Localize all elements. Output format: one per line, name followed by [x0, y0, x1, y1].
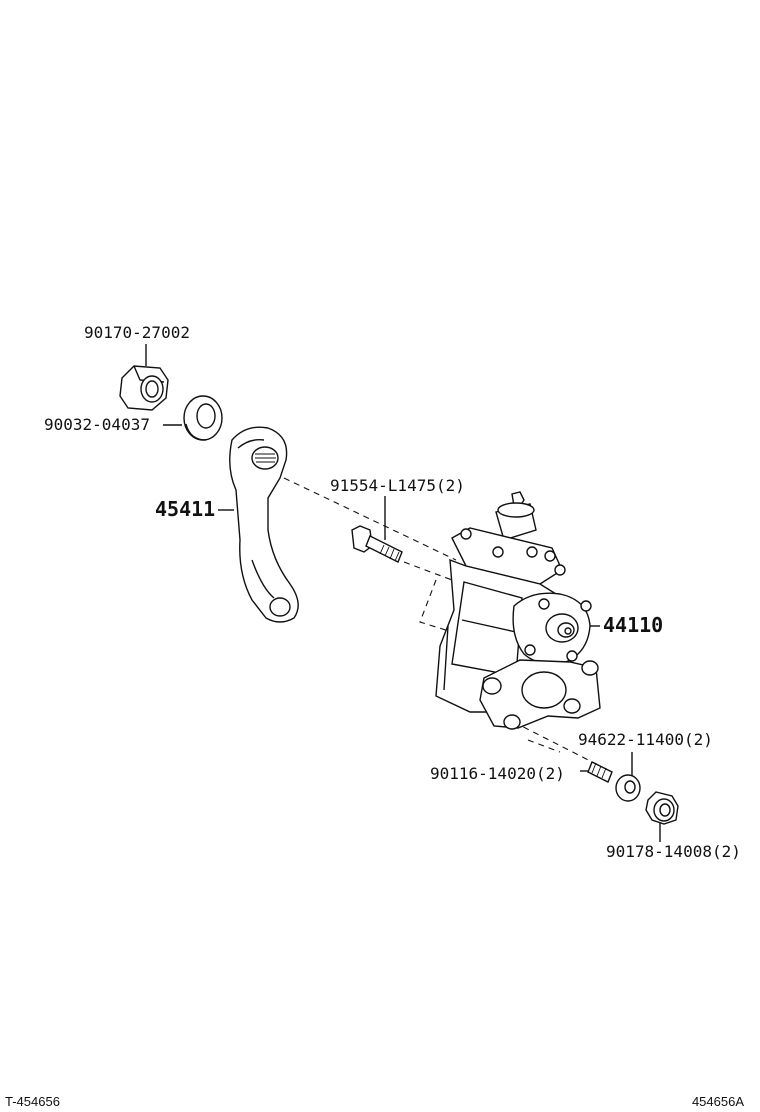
label-nut-top[interactable]: 90170-27002 — [84, 323, 190, 342]
label-stud[interactable]: 90116-14020(2) — [430, 764, 565, 783]
label-washer-top[interactable]: 90032-04037 — [44, 415, 150, 434]
gear-housing-drawing — [435, 491, 601, 730]
label-bolt[interactable]: 91554-L1475(2) — [330, 476, 465, 495]
pitman-arm-drawing — [229, 426, 299, 623]
label-washer-bottom[interactable]: 94622-11400(2) — [578, 730, 713, 749]
washer-top-drawing — [183, 395, 223, 441]
nut-bottom-drawing — [645, 791, 679, 825]
footer-right-code: 454656A — [692, 1094, 744, 1109]
label-gear-housing[interactable]: 44110 — [603, 613, 663, 637]
washer-bottom-drawing — [615, 774, 641, 802]
leader-lines — [145, 344, 661, 842]
nut-top-drawing — [119, 365, 169, 411]
label-pitman-arm[interactable]: 45411 — [155, 497, 215, 521]
stud-drawing — [587, 761, 613, 783]
assembly-lines — [283, 477, 605, 769]
bolt-drawing — [351, 525, 403, 563]
footer-left-code: T-454656 — [5, 1094, 60, 1109]
label-nut-bottom[interactable]: 90178-14008(2) — [606, 842, 741, 861]
